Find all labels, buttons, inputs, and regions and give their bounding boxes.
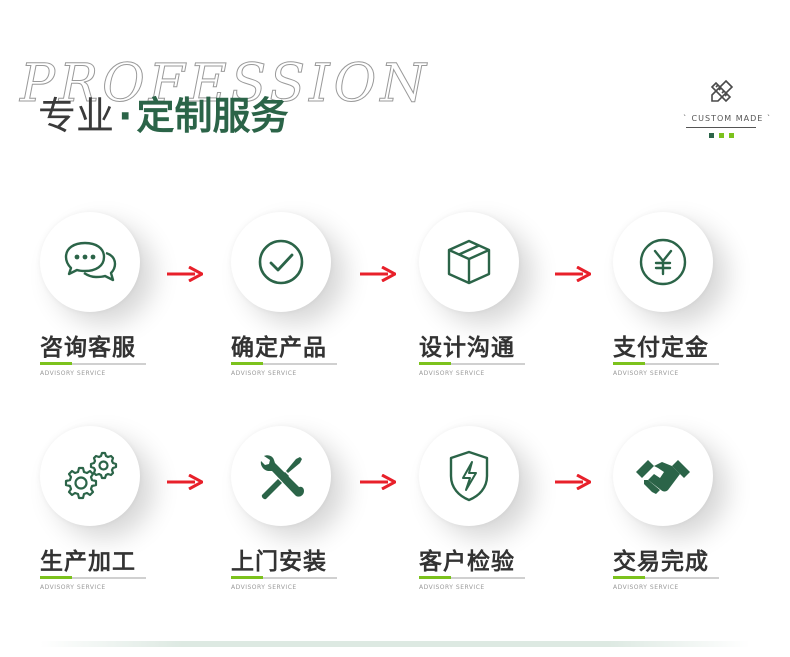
step-icon-circle [231, 212, 331, 312]
custom-made-badge: ` CUSTOM MADE ` [683, 78, 772, 138]
step-subtitle: ADVISORY SERVICE [613, 370, 679, 377]
title-part-1: 专业 [38, 94, 115, 138]
arrow-right-icon [360, 266, 396, 282]
step-underline [419, 362, 525, 365]
arrow-right-icon [167, 474, 203, 490]
page-title: 专业·定制服务 [38, 94, 288, 138]
ruler-pencil-icon [710, 79, 734, 103]
step-icon-circle [40, 426, 140, 526]
step-label: 上门安装 [231, 549, 327, 575]
badge-squares [683, 133, 759, 138]
step-icon-circle [419, 212, 519, 312]
step-icon-circle [40, 212, 140, 312]
step-underline [231, 576, 337, 579]
title-dot: · [118, 94, 133, 138]
step-subtitle: ADVISORY SERVICE [613, 584, 679, 591]
chat-bubbles-icon [64, 241, 117, 282]
box-3d-icon [447, 239, 491, 285]
step-underline [40, 362, 146, 365]
step-label: 设计沟通 [419, 335, 515, 361]
step-underline [613, 362, 719, 365]
handshake-icon [636, 460, 690, 494]
check-circle-icon [258, 239, 304, 285]
wrench-screwdriver-icon [260, 455, 304, 500]
step-icon-circle [613, 212, 713, 312]
arrow-right-icon [360, 474, 396, 490]
step-underline [613, 576, 719, 579]
shield-lightning-icon [449, 450, 489, 502]
step-subtitle: ADVISORY SERVICE [231, 584, 297, 591]
step-subtitle: ADVISORY SERVICE [419, 370, 485, 377]
step-label: 咨询客服 [40, 335, 136, 361]
yen-coin-icon [639, 238, 687, 286]
step-label: 客户检验 [419, 549, 515, 575]
step-underline [419, 576, 525, 579]
gears-icon [64, 451, 118, 500]
step-label: 生产加工 [40, 549, 136, 575]
step-label: 交易完成 [613, 549, 709, 575]
step-subtitle: ADVISORY SERVICE [231, 370, 297, 377]
step-subtitle: ADVISORY SERVICE [419, 584, 485, 591]
step-subtitle: ADVISORY SERVICE [40, 370, 106, 377]
step-underline [231, 362, 337, 365]
badge-divider [686, 127, 756, 128]
step-subtitle: ADVISORY SERVICE [40, 584, 106, 591]
step-icon-circle [231, 426, 331, 526]
arrow-right-icon [555, 474, 591, 490]
footer-divider [40, 641, 750, 647]
step-icon-circle [419, 426, 519, 526]
step-label: 确定产品 [231, 335, 327, 361]
step-label: 支付定金 [613, 335, 709, 361]
arrow-right-icon [555, 266, 591, 282]
arrow-right-icon [167, 266, 203, 282]
watermark-text: PROFESSION [20, 54, 430, 115]
badge-text: ` CUSTOM MADE ` [683, 114, 772, 123]
step-icon-circle [613, 426, 713, 526]
step-underline [40, 576, 146, 579]
title-part-2: 定制服务 [136, 94, 289, 138]
